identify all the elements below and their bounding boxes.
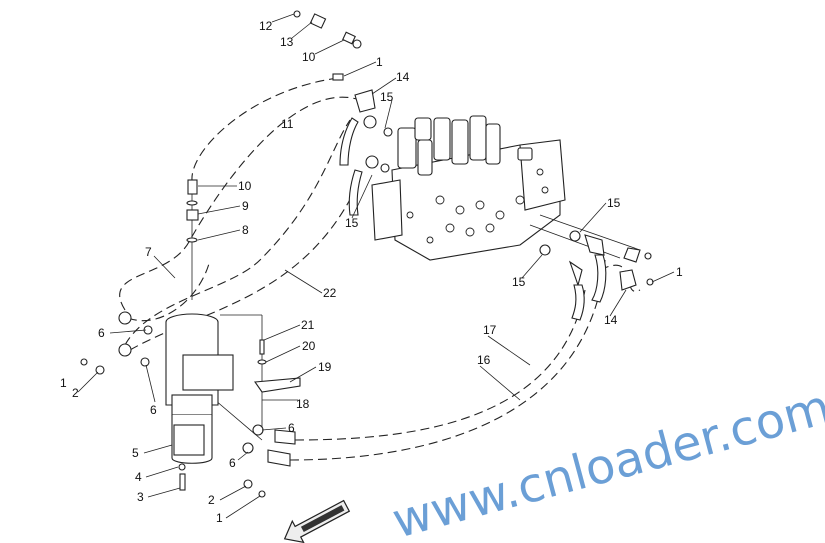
callout: 2 [72, 386, 79, 400]
callout: 22 [323, 286, 337, 300]
hose-17 [294, 289, 586, 441]
callout: 6 [229, 456, 236, 470]
callout: 19 [318, 360, 332, 374]
fittings-right [539, 230, 654, 321]
callout: 4 [135, 470, 142, 484]
callout: 20 [302, 339, 316, 353]
callout: 6 [98, 326, 105, 340]
hose-7 [119, 96, 361, 311]
leader-lines [77, 13, 675, 519]
callout: 17 [483, 323, 497, 337]
callout: 6 [150, 403, 157, 417]
callout: 5 [132, 446, 139, 460]
hose-7b [127, 259, 211, 322]
callout-labels: 12 13 10 1 14 15 11 10 9 8 7 22 15 15 15… [60, 19, 683, 525]
callout: 15 [607, 196, 621, 210]
watermark: www.cnloader.com [387, 379, 825, 543]
callout: 9 [242, 199, 249, 213]
callout: 7 [145, 245, 152, 259]
callout: 1 [376, 55, 383, 69]
hose-22b [129, 189, 356, 351]
callout: 6 [288, 421, 295, 435]
callout: 2 [208, 493, 215, 507]
callout: 3 [137, 490, 144, 504]
callout: 1 [676, 265, 683, 279]
hose-16 [289, 259, 606, 461]
callout: 1 [60, 376, 67, 390]
callout: 10 [238, 179, 252, 193]
callout: 18 [296, 397, 310, 411]
center-swivel [80, 311, 301, 498]
fittings-top [186, 10, 393, 243]
hose-11 [191, 77, 339, 181]
front-direction-arrow [283, 499, 351, 543]
callout: 15 [345, 216, 359, 230]
callout: 12 [259, 19, 273, 33]
callout: 16 [477, 353, 491, 367]
control-valve [371, 115, 641, 261]
callout: 13 [280, 35, 294, 49]
callout: 14 [396, 70, 410, 84]
callout: 14 [604, 313, 618, 327]
callout: 15 [512, 275, 526, 289]
callout: 1 [216, 511, 223, 525]
callout: 10 [302, 50, 316, 64]
callout: 21 [301, 318, 315, 332]
callout: 8 [242, 223, 249, 237]
callout: 11 [281, 117, 294, 131]
hose-22 [124, 119, 351, 346]
callout: 15 [380, 90, 394, 104]
